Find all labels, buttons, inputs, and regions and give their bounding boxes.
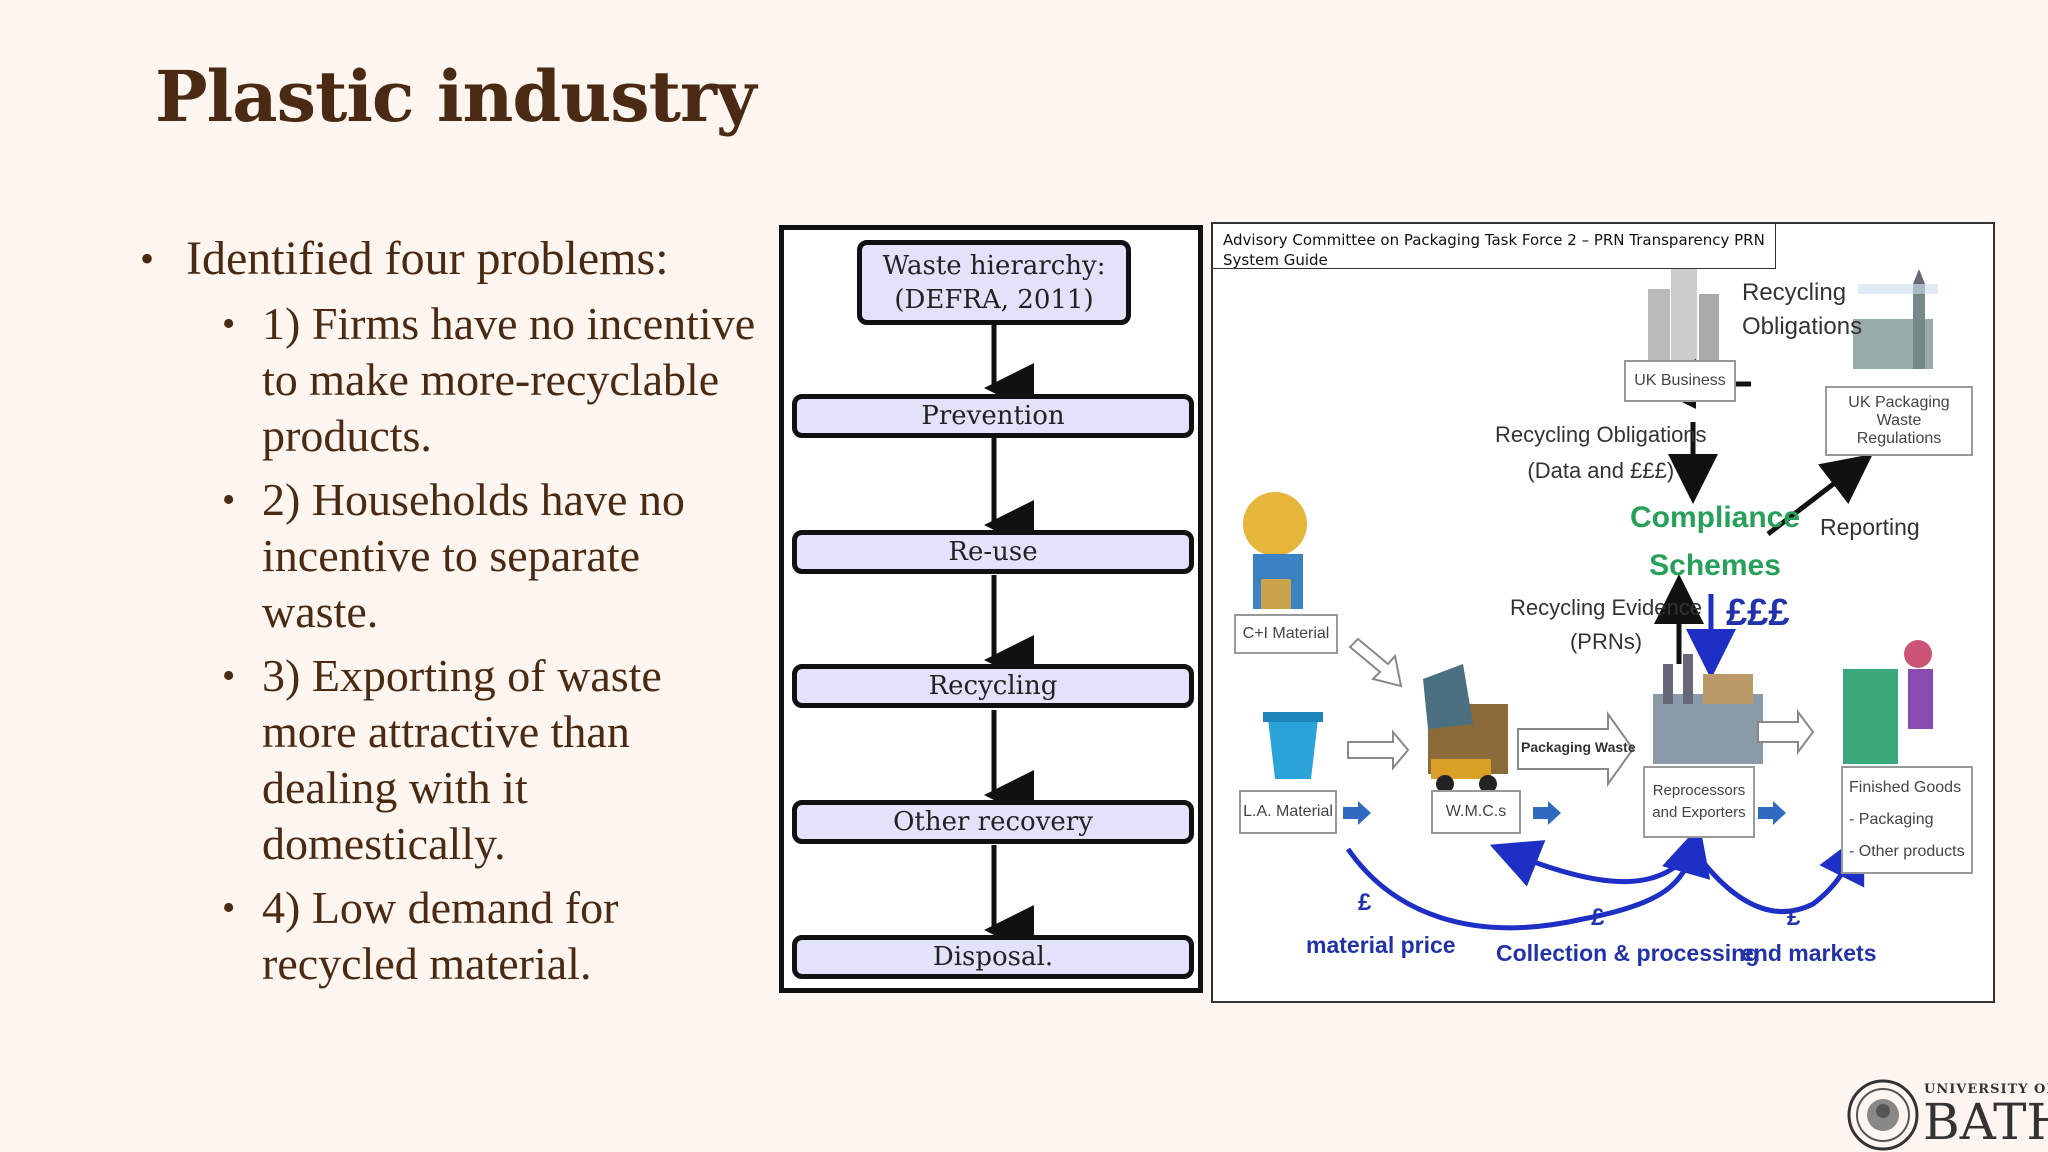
waste-collector-icon: [1243, 492, 1307, 609]
bullet-item-text: 3) Exporting of waste more attractive th…: [262, 650, 662, 869]
prn-graphics: [1243, 269, 1938, 931]
material-price-label: material price: [1306, 932, 1456, 958]
hierarchy-header: Waste hierarchy: (DEFRA, 2011): [857, 240, 1131, 325]
recycle-bin-icon: [1263, 712, 1323, 779]
label-line: Reprocessors: [1652, 782, 1746, 799]
hierarchy-header-line2: (DEFRA, 2011): [894, 285, 1094, 315]
label-line: - Other products: [1849, 843, 1965, 860]
pound-sign: £: [1591, 904, 1605, 931]
packaging-waste-label: Packaging Waste: [1521, 739, 1636, 755]
reporting-label: Reporting: [1820, 514, 1920, 540]
label-line: (Data and £££): [1527, 458, 1675, 483]
compliance-schemes-label: Compliance Schemes: [1630, 494, 1800, 590]
bullet-item: • 3) Exporting of waste more attractive …: [222, 648, 760, 872]
end-markets-label: end markets: [1741, 940, 1877, 966]
label-line: UK Packaging Waste: [1848, 394, 1950, 429]
hierarchy-step-other-recovery: Other recovery: [792, 800, 1194, 844]
label-line: Recycling: [1742, 279, 1847, 306]
label-line: Schemes: [1649, 549, 1781, 582]
wmcs-box: W.M.C.s: [1431, 790, 1521, 834]
logo-line1: UNIVERSITY OF: [1924, 1082, 2048, 1097]
label-line: Recycling Obligations: [1495, 422, 1707, 447]
uk-business-box: UK Business: [1624, 360, 1736, 402]
label-line: (PRNs): [1569, 629, 1643, 654]
label-line: Regulations: [1856, 430, 1942, 447]
university-logo: UNIVERSITY OF BATH: [1845, 1078, 2048, 1152]
collection-processing-label: Collection & processing: [1496, 940, 1760, 966]
bullet-list: • Identified four problems: • 1) Firms h…: [140, 230, 760, 992]
bullet-item: • 2) Households have no incentive to sep…: [222, 472, 760, 640]
regulations-box: UK Packaging Waste Regulations: [1825, 386, 1973, 456]
bullet-dot: •: [222, 303, 236, 345]
hierarchy-header-line1: Waste hierarchy:: [882, 251, 1106, 281]
hierarchy-step-reuse: Re-use: [792, 530, 1194, 574]
hierarchy-arrows: [984, 320, 1034, 955]
label-line: - Packaging: [1849, 811, 1934, 828]
office-buildings-icon: [1648, 269, 1719, 367]
recycling-evidence-label: Recycling Evidence (PRNs): [1510, 591, 1702, 659]
recycling-obligations-label: Recycling Obligations: [1742, 276, 1862, 344]
pound-sign: £: [1358, 889, 1372, 916]
label-line: Obligations: [1742, 313, 1863, 340]
prn-system-diagram: Recycling Obligations UK Business UK Pac…: [1211, 222, 1995, 1003]
slide-title: Plastic industry: [155, 55, 757, 138]
garbage-truck-icon: [1423, 664, 1508, 793]
label-line: Compliance: [1630, 501, 1801, 534]
finished-goods-box: Finished Goods - Packaging - Other produ…: [1841, 766, 1973, 874]
waste-hierarchy-diagram: Waste hierarchy: (DEFRA, 2011) Preventio…: [779, 225, 1203, 993]
label-line: Recycling Evidence: [1510, 595, 1702, 620]
parliament-icon: [1853, 269, 1938, 369]
bullet-item-text: 4) Low demand for recycled material.: [262, 882, 619, 989]
la-material-box: L.A. Material: [1239, 790, 1337, 834]
bullet-intro: • Identified four problems:: [140, 230, 760, 288]
university-crest-icon: [1847, 1079, 1919, 1151]
pound-sign: £: [1787, 904, 1801, 931]
bullet-dot: •: [222, 887, 236, 929]
bullet-item-text: 2) Households have no incentive to separ…: [262, 474, 685, 637]
bullet-item-text: 1) Firms have no incentive to make more-…: [262, 298, 756, 461]
hierarchy-step-disposal: Disposal.: [792, 935, 1194, 979]
ci-material-box: C+I Material: [1234, 614, 1338, 654]
obligations-data-label: Recycling Obligations (Data and £££): [1495, 417, 1707, 489]
money-label: £££: [1726, 592, 1790, 634]
bullet-dot: •: [140, 236, 155, 281]
bullet-dot: •: [222, 655, 236, 697]
bullet-item: • 4) Low demand for recycled material.: [222, 880, 760, 992]
bullet-intro-text: Identified four problems:: [186, 232, 669, 285]
diagram-caption: Advisory Committee on Packaging Task For…: [1212, 223, 1776, 269]
bullet-dot: •: [222, 479, 236, 521]
label-line: and Exporters: [1652, 804, 1746, 821]
label-line: Finished Goods: [1849, 779, 1962, 796]
shopper-icon: [1843, 640, 1933, 764]
logo-line2: BATH: [1923, 1093, 2048, 1151]
bullet-item: • 1) Firms have no incentive to make mor…: [222, 296, 760, 464]
hierarchy-step-recycling: Recycling: [792, 664, 1194, 708]
hierarchy-step-prevention: Prevention: [792, 394, 1194, 438]
reprocessors-box: Reprocessors and Exporters: [1643, 766, 1755, 838]
factory-icon: [1653, 654, 1763, 764]
